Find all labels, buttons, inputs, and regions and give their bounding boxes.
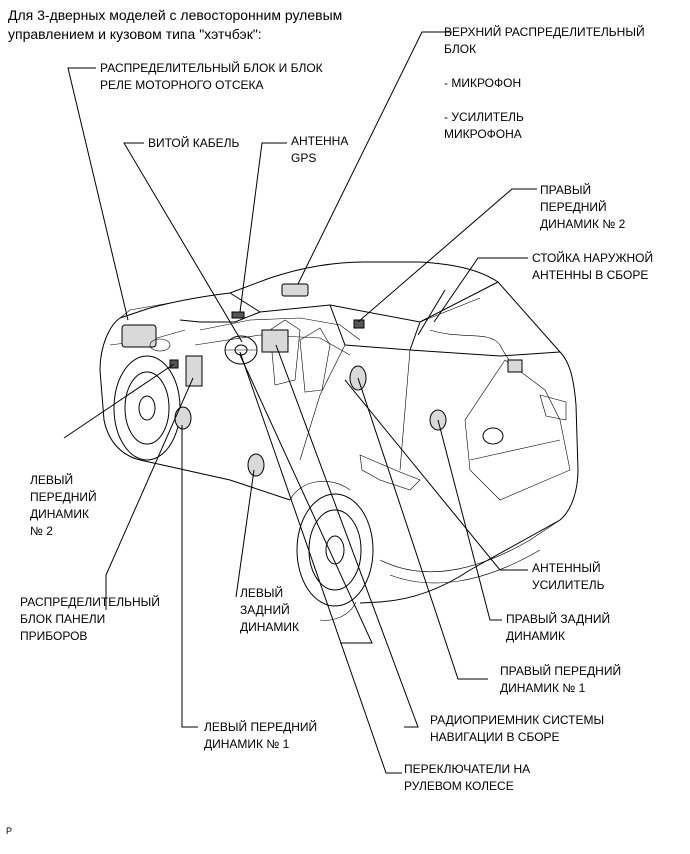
label-instrument-panel-jb: РАСПРЕДЕЛИТЕЛЬНЫЙ БЛОК ПАНЕЛИ ПРИБОРОВ <box>20 595 160 643</box>
label-engine-room-relay-block: РАСПРЕДЕЛИТЕЛЬНЫЙ БЛОК И БЛОК РЕЛЕ МОТОР… <box>100 61 323 92</box>
leader-lh-front-2 <box>63 363 175 439</box>
leader-antenna-amp <box>344 379 528 571</box>
leader-lh-rear <box>235 469 255 598</box>
figure-code: P <box>6 826 13 836</box>
leader-rh-rear <box>437 419 502 621</box>
label-roof-console: ВЕРХНИЙ РАСПРЕДЕЛИТЕЛЬНЫЙ БЛОК - МИКРОФО… <box>444 25 645 141</box>
diagram-header: Для 3-дверных моделей с левосторонним ру… <box>8 7 343 42</box>
leader-gps <box>239 142 287 313</box>
label-outer-antenna-pole: СТОЙКА НАРУЖНОЙ АНТЕННЫ В СБОРЕ <box>532 251 654 282</box>
label-front-speaker-lh-2: ЛЕВЫЙ ПЕРЕДНИЙ ДИНАМИК № 2 <box>30 473 97 538</box>
leader-steering-pad <box>239 351 402 774</box>
leader-antenna-pole <box>433 257 528 323</box>
leader-nav-receiver <box>275 344 419 728</box>
label-gps-antenna: АНТЕННА GPS <box>291 134 349 165</box>
label-front-speaker-lh-1: ЛЕВЫЙ ПЕРЕДНИЙ ДИНАМИК № 1 <box>204 720 318 751</box>
leader-rh-front-1 <box>357 377 488 680</box>
vehicle-illustration <box>99 261 579 621</box>
leader-rh-front-2 <box>357 188 537 323</box>
label-rear-speaker-rh: ПРАВЫЙ ЗАДНИЙ ДИНАМИК <box>506 612 611 643</box>
leader-engine-room <box>67 67 129 321</box>
label-antenna-amplifier: АНТЕННЫЙ УСИЛИТЕЛЬ <box>532 561 605 592</box>
label-spiral-cable: ВИТОЙ КАБЕЛЬ <box>148 136 240 150</box>
leader-spiral-cable-2 <box>239 354 373 644</box>
leader-spiral-cable <box>123 142 243 343</box>
leader-roof-console <box>297 31 452 285</box>
label-rear-speaker-lh: ЛЕВЫЙ ЗАДНИЙ ДИНАМИК <box>240 586 300 634</box>
label-steering-pad-switches: ПЕРЕКЛЮЧАТЕЛИ НА РУЛЕВОМ КОЛЕСЕ <box>404 762 531 793</box>
leader-lines <box>63 31 537 774</box>
label-front-speaker-rh-1: ПРАВЫЙ ПЕРЕДНИЙ ДИНАМИК № 1 <box>500 664 622 695</box>
label-front-speaker-rh-2: ПРАВЫЙ ПЕРЕДНИЙ ДИНАМИК № 2 <box>540 183 626 231</box>
leader-ip-jb <box>105 377 194 610</box>
label-navigation-receiver: РАДИОПРИЕМНИК СИСТЕМЫ НАВИГАЦИИ В СБОРЕ <box>430 713 605 744</box>
leader-lh-front-1 <box>181 425 198 728</box>
